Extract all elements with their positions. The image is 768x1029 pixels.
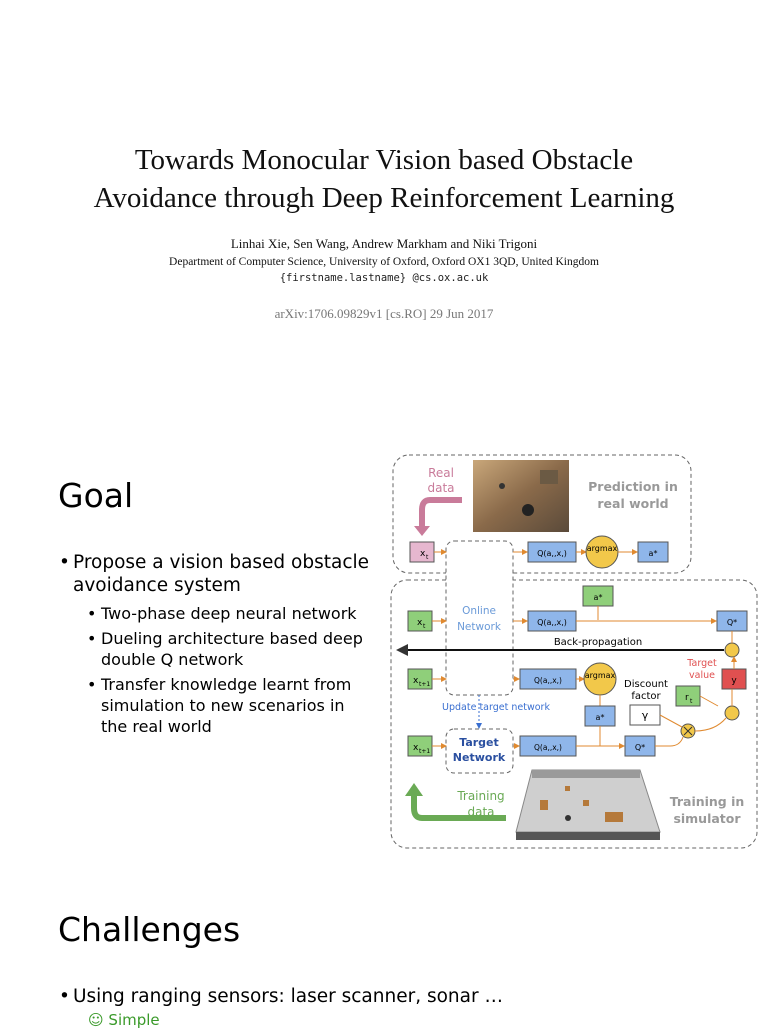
goal-sub2-line1: Dueling architecture based deep	[101, 629, 363, 648]
goal-sub-bullet-2: • Dueling architecture based deep double…	[87, 628, 363, 670]
svg-text:a*: a*	[596, 713, 605, 722]
online-network-label-2: Network	[457, 621, 502, 633]
svg-text:a*: a*	[594, 593, 603, 602]
bullet-dot: •	[59, 986, 70, 1007]
smiley-icon: ☺	[88, 1011, 104, 1029]
svg-text:x: x	[420, 549, 426, 559]
challenges-sub-1-text: Simple	[108, 1011, 160, 1029]
goal-sub1-text: Two-phase deep neural network	[101, 604, 357, 623]
discount-label-2: factor	[631, 691, 661, 702]
svg-text:r: r	[685, 693, 689, 703]
svg-text:t+1: t+1	[419, 748, 430, 755]
svg-text:x: x	[417, 618, 423, 628]
challenges-heading: Challenges	[58, 910, 241, 949]
online-network-box	[445, 540, 514, 696]
simulator-group	[390, 579, 758, 849]
real-world-group	[392, 454, 692, 574]
target-network-label-2: Network	[453, 751, 506, 764]
goal-sub-bullet-1: • Two-phase deep neural network	[87, 603, 357, 624]
goal-sub3-line1: Transfer knowledge learnt from	[101, 675, 352, 694]
update-target-label: Update target network	[442, 702, 550, 713]
real-data-label-1: Real	[428, 466, 454, 480]
goal-sub3-line2: simulation to new scenarios in	[101, 696, 345, 715]
svg-text:x: x	[413, 743, 419, 753]
training-sim-label-1: Training in	[670, 794, 745, 809]
bullet-dot: •	[87, 604, 97, 623]
goal-bullet-line2: avoidance system	[73, 575, 241, 596]
bullet-dot: •	[87, 675, 97, 694]
bullet-dot: •	[87, 629, 97, 648]
svg-text:t: t	[690, 698, 693, 705]
paper-title-line2: Avoidance through Deep Reinforcement Lea…	[93, 182, 675, 214]
goal-sub3-line3: the real world	[101, 717, 212, 736]
svg-text:t: t	[423, 623, 426, 630]
goal-bullet: • Propose a vision based obstacle avoida…	[59, 551, 373, 597]
arxiv-id: arXiv:1706.09829v1 [cs.RO] 29 Jun 2017	[274, 306, 494, 321]
svg-text:Q*: Q*	[727, 618, 737, 627]
prediction-label-1: Prediction in	[588, 479, 678, 494]
goal-heading: Goal	[58, 476, 134, 515]
challenges-bullet-1-text: Using ranging sensors: laser scanner, so…	[73, 986, 503, 1007]
svg-text:t: t	[426, 554, 429, 561]
goal-sub-bullet-3: • Transfer knowledge learnt from simulat…	[87, 674, 352, 737]
svg-text:argmax: argmax	[585, 671, 616, 680]
simulator-room-image	[515, 769, 661, 840]
paper-affiliation: Department of Computer Science, Universi…	[169, 256, 599, 268]
challenges-bullet-1: • Using ranging sensors: laser scanner, …	[59, 985, 503, 1008]
sum-node-top	[724, 642, 740, 658]
svg-text:a*: a*	[649, 549, 658, 558]
real-data-label-2: data	[427, 481, 454, 495]
svg-text:Q(a,,x,): Q(a,,x,)	[534, 676, 562, 685]
architecture-diagram: Real data Prediction in real world Onlin…	[390, 454, 758, 849]
svg-text:argmax: argmax	[587, 544, 618, 553]
goal-bullet-line1: Propose a vision based obstacle	[73, 552, 370, 573]
paper-title-line1: Towards Monocular Vision based Obstacle	[134, 144, 634, 176]
prediction-label-2: real world	[597, 496, 668, 511]
discount-label-1: Discount	[624, 679, 668, 690]
training-data-label-1: Training	[456, 789, 504, 803]
sum-node-bottom	[724, 705, 740, 721]
svg-text:Q(a,,x,): Q(a,,x,)	[537, 549, 567, 558]
target-value-label-1: Target	[686, 658, 717, 669]
svg-text:Q(a,,x,): Q(a,,x,)	[534, 743, 562, 752]
target-value-label-2: value	[689, 670, 715, 681]
training-data-arrow	[411, 792, 506, 821]
svg-text:Q(a,,x,): Q(a,,x,)	[537, 618, 567, 627]
svg-text:t+1: t+1	[419, 681, 430, 688]
svg-text:x: x	[413, 676, 419, 686]
svg-text:γ: γ	[642, 709, 649, 722]
a-star-top	[637, 541, 669, 563]
paper-email: {firstname.lastname} @cs.ox.ac.uk	[279, 272, 489, 284]
training-sim-label-2: simulator	[673, 811, 741, 826]
challenges-sub-1: ☺ Simple	[88, 1011, 160, 1029]
real-data-arrow	[419, 497, 462, 528]
svg-text:Q*: Q*	[635, 743, 645, 752]
target-network-label-1: Target	[459, 736, 499, 749]
goal-sub2-line2: double Q network	[101, 650, 244, 669]
paper-authors: Linhai Xie, Sen Wang, Andrew Markham and…	[230, 236, 538, 251]
svg-text:y: y	[731, 676, 737, 686]
target-network-box	[445, 728, 514, 774]
online-network-label-1: Online	[462, 605, 496, 617]
bullet-dot: •	[59, 552, 70, 573]
backprop-label: Back-propagation	[554, 637, 642, 648]
training-data-label-2: data	[467, 805, 494, 819]
